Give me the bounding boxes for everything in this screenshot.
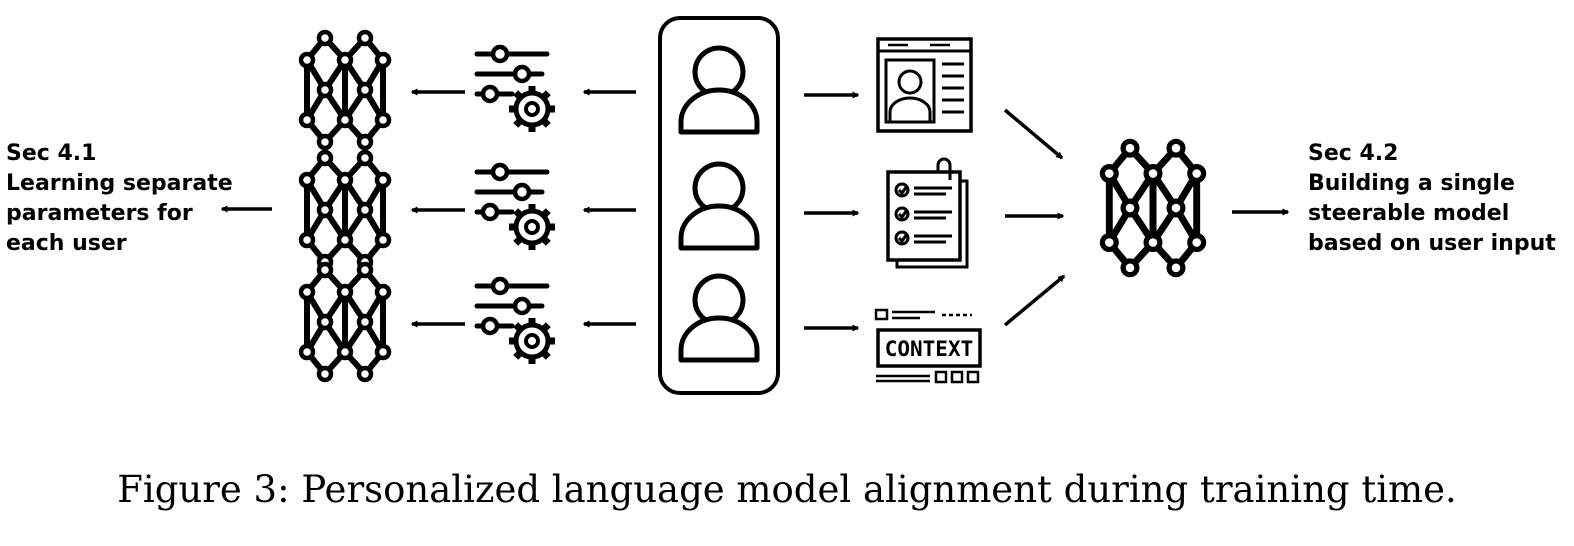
checklist-icon xyxy=(886,157,969,269)
context-card-icon xyxy=(874,308,982,384)
context-card-label: CONTEXT xyxy=(885,337,974,361)
steerable-model-icon xyxy=(1102,141,1203,274)
left-label-section: Sec 4.1 xyxy=(6,141,97,166)
right-label-line1: Building a single xyxy=(1308,171,1515,196)
left-label: Sec 4.1 Learning separate parameters for… xyxy=(6,139,233,259)
left-label-line2: parameters for xyxy=(6,201,193,226)
figure-caption: Figure 3: Personalized language model al… xyxy=(117,468,1457,511)
right-label-line2: steerable model xyxy=(1308,201,1510,226)
profile-document-icon xyxy=(876,37,973,133)
right-label-section: Sec 4.2 xyxy=(1308,141,1399,166)
right-label-line3: based on user input xyxy=(1308,231,1556,256)
left-label-line1: Learning separate xyxy=(6,171,233,196)
right-label: Sec 4.2 Building a single steerable mode… xyxy=(1308,139,1556,259)
neural-network-icon xyxy=(301,32,389,380)
left-label-line3: each user xyxy=(6,231,127,256)
sliders-gear-icon xyxy=(477,47,555,364)
